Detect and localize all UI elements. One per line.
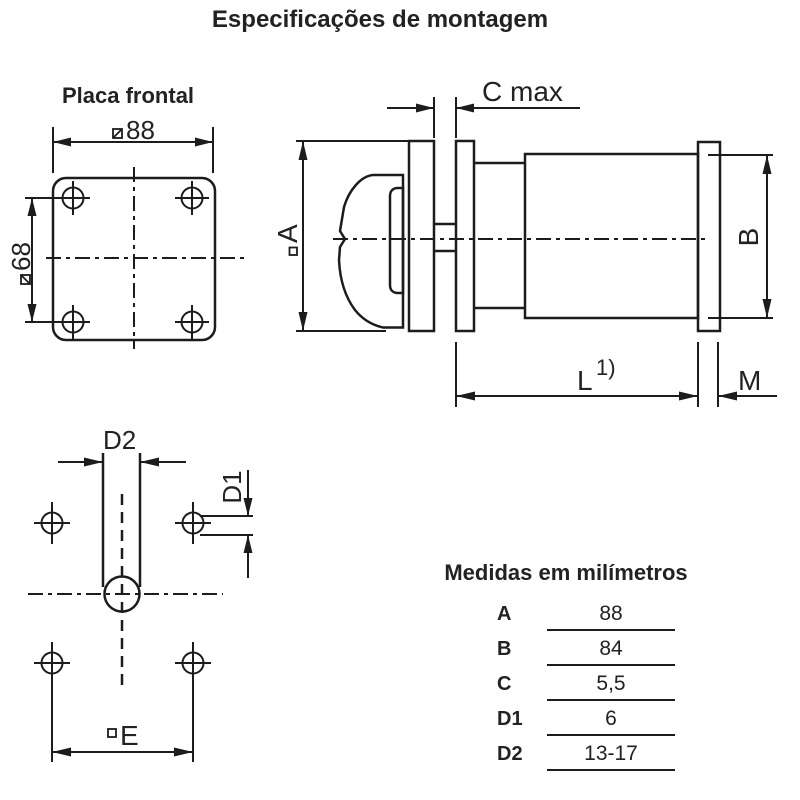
dimension-b-label: B <box>733 228 764 247</box>
front-plate-width-label: 88 <box>126 115 155 145</box>
mounting-holes-view: D2 <box>28 425 253 762</box>
arrowhead-down-icon <box>762 299 772 318</box>
page-title: Especificações de montagem <box>211 6 549 33</box>
table-row: C 5,5 <box>497 666 675 701</box>
dimension-c-max: C max <box>387 76 580 138</box>
neck-outline <box>474 161 525 310</box>
front-plate-height-dimension: 68 <box>6 197 88 323</box>
arrowhead-left-icon <box>140 457 159 467</box>
hole-top-right <box>175 502 211 544</box>
knob-hub-outline <box>388 186 405 295</box>
table-row: A 88 <box>497 596 675 631</box>
row-value: 84 <box>547 631 675 666</box>
dimension-a: A <box>272 140 408 332</box>
front-plate-view: 88 <box>6 115 246 349</box>
key-slot <box>28 453 223 692</box>
dimension-d2-label: D2 <box>103 425 136 455</box>
row-value: 13-17 <box>547 736 675 771</box>
square-symbol-icon <box>288 246 298 256</box>
arrowhead-down-icon <box>243 498 253 516</box>
front-plate-hole-top-right <box>175 181 209 215</box>
square-diagonal-symbol-icon <box>20 274 31 285</box>
row-value: 5,5 <box>547 666 675 701</box>
hole-bottom-right <box>175 642 211 684</box>
front-plate-hole-bottom-right <box>175 305 209 339</box>
shaft-between-plates <box>434 222 456 253</box>
table-row: D2 13-17 <box>497 736 675 771</box>
side-view: A C max B L 1) <box>272 76 777 407</box>
arrowhead-up-icon <box>243 535 253 553</box>
end-cap-outline <box>696 140 722 333</box>
measurements-heading: Medidas em milímetros <box>444 560 688 585</box>
arrowhead-left-icon <box>456 103 474 113</box>
dimension-e: E <box>51 682 194 762</box>
row-value: 88 <box>547 596 675 631</box>
knob-handle-outline <box>337 173 405 329</box>
dimension-c-label: C max <box>482 76 563 107</box>
measurements-table: A 88 B 84 C 5,5 D1 6 D2 13-17 <box>497 596 675 771</box>
row-value: 6 <box>547 701 675 736</box>
row-label: A <box>497 603 512 625</box>
arrowhead-right-icon <box>174 747 193 757</box>
row-label: B <box>497 638 512 660</box>
table-row: D1 6 <box>497 701 675 736</box>
dimension-a-label: A <box>272 224 303 243</box>
dimension-d1: D1 <box>200 470 253 578</box>
dimension-l-footnote: 1) <box>596 355 616 380</box>
arrowhead-up-icon <box>27 198 37 216</box>
body-outline <box>523 152 700 320</box>
arrowhead-right-icon <box>416 103 434 113</box>
dimension-d2: D2 <box>58 425 186 467</box>
dimension-d1-label: D1 <box>217 470 247 503</box>
square-diagonal-symbol-icon <box>112 128 123 139</box>
arrowhead-up-icon <box>298 141 308 160</box>
arrowhead-left-icon <box>718 391 737 401</box>
row-label: C <box>497 673 512 695</box>
square-symbol-icon <box>107 728 117 738</box>
arrowhead-left-icon <box>53 137 71 147</box>
front-plate-height-label: 68 <box>6 242 36 271</box>
arrowhead-right-icon <box>679 391 698 401</box>
arrowhead-up-icon <box>762 155 772 174</box>
arrowhead-left-icon <box>456 391 475 401</box>
hole-bottom-left <box>34 642 70 684</box>
rear-mount-plate <box>454 139 476 333</box>
dimension-m: M <box>718 365 777 401</box>
hole-top-left <box>34 502 70 544</box>
dimension-l-label: L <box>577 365 593 396</box>
row-label: D2 <box>497 743 523 765</box>
arrowhead-left-icon <box>52 747 71 757</box>
arrowhead-down-icon <box>27 304 37 322</box>
dimension-m-label: M <box>738 365 761 396</box>
dimension-b: B <box>708 154 773 319</box>
front-plate-heading: Placa frontal <box>62 83 195 108</box>
front-mount-plate <box>407 139 436 333</box>
row-label: D1 <box>497 708 523 730</box>
table-row: B 84 <box>497 631 675 666</box>
arrowhead-right-icon <box>84 457 103 467</box>
front-plate-width-dimension: 88 <box>52 115 214 173</box>
dimension-l: L 1) <box>455 342 719 407</box>
dimension-e-label: E <box>120 720 139 751</box>
arrowhead-right-icon <box>195 137 213 147</box>
arrowhead-down-icon <box>298 312 308 331</box>
